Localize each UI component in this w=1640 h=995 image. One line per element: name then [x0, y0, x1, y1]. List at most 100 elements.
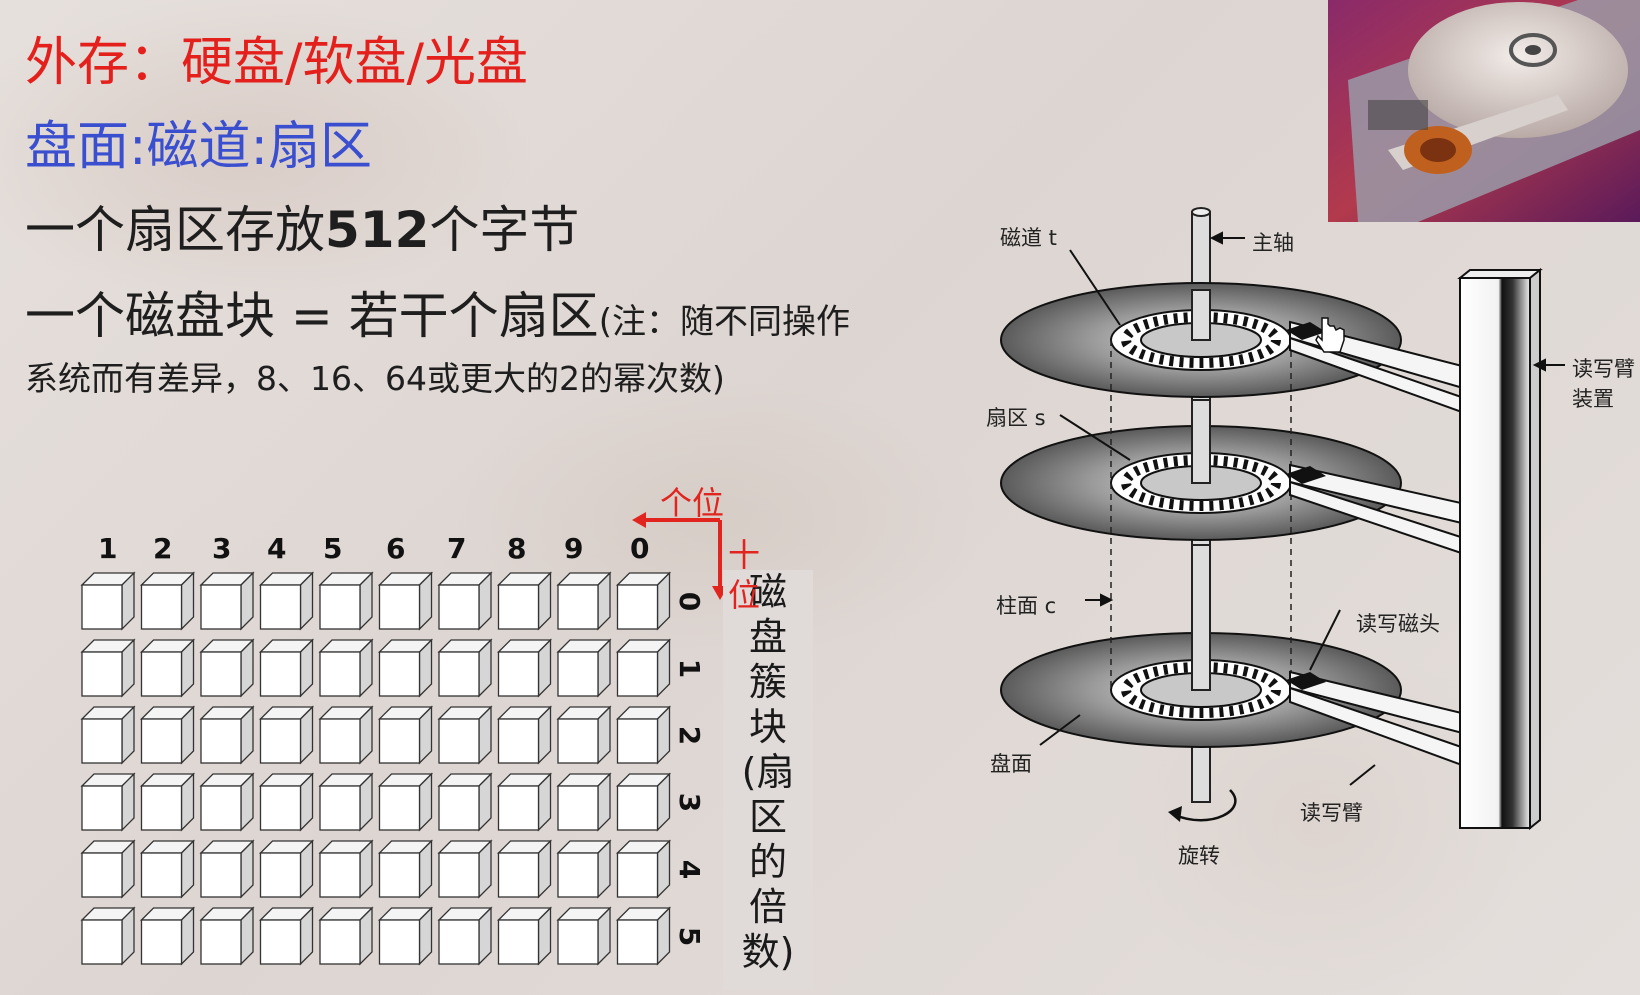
- label-rotation: 旋转: [1178, 844, 1220, 868]
- cluster-description-char: 磁: [748, 570, 787, 614]
- cube-cell: [437, 571, 493, 631]
- platter-middle: [1000, 399, 1402, 541]
- cluster-description-char: 块: [748, 705, 787, 749]
- cube-cell: [496, 839, 553, 899]
- cube-cell: [377, 638, 434, 698]
- disk-block-note: (注：随不同操作: [598, 302, 850, 342]
- cube-cell: [318, 906, 374, 966]
- grid-column-label: 9: [564, 532, 584, 565]
- cube-cell: [139, 705, 196, 765]
- cube-cell: [615, 772, 672, 832]
- cube-cell: [496, 772, 553, 832]
- cluster-description-char: 簇: [748, 660, 787, 704]
- subtitle-disk-structure: 盘面:磁道:扇区: [25, 117, 373, 177]
- label-rw-arm: 读写臂: [1300, 801, 1363, 825]
- platter-bottom: [1000, 544, 1402, 748]
- grid-column-label: 7: [447, 532, 467, 565]
- cube-cell: [139, 839, 196, 899]
- label-rw-arm-assembly-2: 装置: [1572, 387, 1614, 411]
- slide-title: 外存：硬盘/软盘/光盘: [25, 33, 529, 93]
- cube-cell: [318, 839, 374, 899]
- cluster-description-vertical: 磁盘簇块(扇区的倍数): [723, 570, 813, 990]
- cube-cell: [556, 705, 612, 765]
- disk-block-line: 一个磁盘块 = 若干个扇区(注：随不同操作: [25, 276, 850, 348]
- cube-cell: [139, 638, 196, 698]
- cube-cell: [496, 906, 553, 966]
- cube-cell: [80, 906, 136, 966]
- cube-cell: [258, 839, 315, 899]
- cube-cell: [377, 839, 434, 899]
- cube-cell: [318, 571, 374, 631]
- cluster-description-char: (扇: [741, 750, 795, 794]
- digit-arrows: [632, 512, 728, 600]
- sector-bytes-text-c: 个字节: [429, 201, 580, 259]
- cluster-description-char: 数): [741, 930, 795, 974]
- cube-cell: [615, 571, 672, 631]
- cube-cell: [318, 705, 374, 765]
- cube-cell: [258, 772, 315, 832]
- cluster-description-char: 倍: [748, 885, 787, 929]
- cube-cell: [258, 906, 315, 966]
- read-write-heads: [1286, 322, 1326, 690]
- disk-block-text: 一个磁盘块 = 若干个扇区: [25, 287, 599, 345]
- cube-cell: [80, 839, 136, 899]
- cube-cell: [258, 571, 315, 631]
- label-rw-arm-assembly-1: 读写臂: [1572, 357, 1635, 381]
- cube-cell: [496, 571, 553, 631]
- cluster-description-char: 的: [748, 840, 787, 884]
- label-rw-head: 读写磁头: [1356, 612, 1440, 636]
- cube-cell: [199, 571, 255, 631]
- cube-cell: [199, 906, 255, 966]
- label-cylinder: 柱面 c: [996, 594, 1057, 618]
- grid-column-label: 0: [630, 532, 650, 565]
- cube-cell: [377, 772, 434, 832]
- cube-cell: [437, 638, 493, 698]
- cube-cell: [199, 839, 255, 899]
- cube-cell: [80, 571, 136, 631]
- label-spindle: 主轴: [1252, 231, 1294, 255]
- grid-column-label: 3: [212, 532, 232, 565]
- cube-cell: [556, 772, 612, 832]
- platter-top: [1000, 282, 1402, 398]
- grid-column-label: 1: [98, 532, 118, 565]
- disk-block-note-continued: 系统而有差异，8、16、64或更大的2的幂次数): [25, 359, 725, 398]
- ones-digit-label: 个位: [660, 484, 725, 522]
- hard-disk-photo: [1328, 0, 1640, 222]
- cluster-description-char: 盘: [748, 615, 787, 659]
- cube-cell: [556, 571, 612, 631]
- tens-digit-label-1: 十: [728, 536, 761, 574]
- cube-cell: [615, 638, 672, 698]
- actuator-post: [1457, 267, 1543, 831]
- cube-cell: [615, 839, 672, 899]
- label-platter: 盘面: [990, 752, 1032, 776]
- cube-cell: [199, 705, 255, 765]
- cube-cell: [80, 638, 136, 698]
- cube-cell: [437, 705, 493, 765]
- cube-cell: [556, 839, 612, 899]
- cube-cell: [437, 906, 493, 966]
- grid-column-label: 5: [323, 532, 343, 565]
- sector-bytes-line: 一个扇区存放512个字节: [25, 190, 579, 262]
- cube-cell: [139, 772, 196, 832]
- tens-digit-label-2: 位: [728, 576, 761, 614]
- cube-cell: [496, 638, 553, 698]
- cube-cell: [437, 839, 493, 899]
- cube-cell: [139, 571, 196, 631]
- cube-cell: [556, 906, 612, 966]
- hand-cursor-icon: [1315, 317, 1345, 353]
- cube-cell: [139, 906, 196, 966]
- cube-cell: [199, 638, 255, 698]
- left-arrow-head-icon: [632, 512, 646, 528]
- cube-cell: [318, 772, 374, 832]
- cube-cell: [377, 571, 434, 631]
- cube-cell: [615, 906, 672, 966]
- cube-cell: [377, 906, 434, 966]
- grid-column-label: 4: [267, 532, 287, 565]
- read-write-arms: [1289, 320, 1471, 770]
- grid-column-label: 2: [153, 532, 173, 565]
- cube-cell: [377, 705, 434, 765]
- cube-cell: [437, 772, 493, 832]
- rotation-arrow-icon: [1174, 789, 1237, 822]
